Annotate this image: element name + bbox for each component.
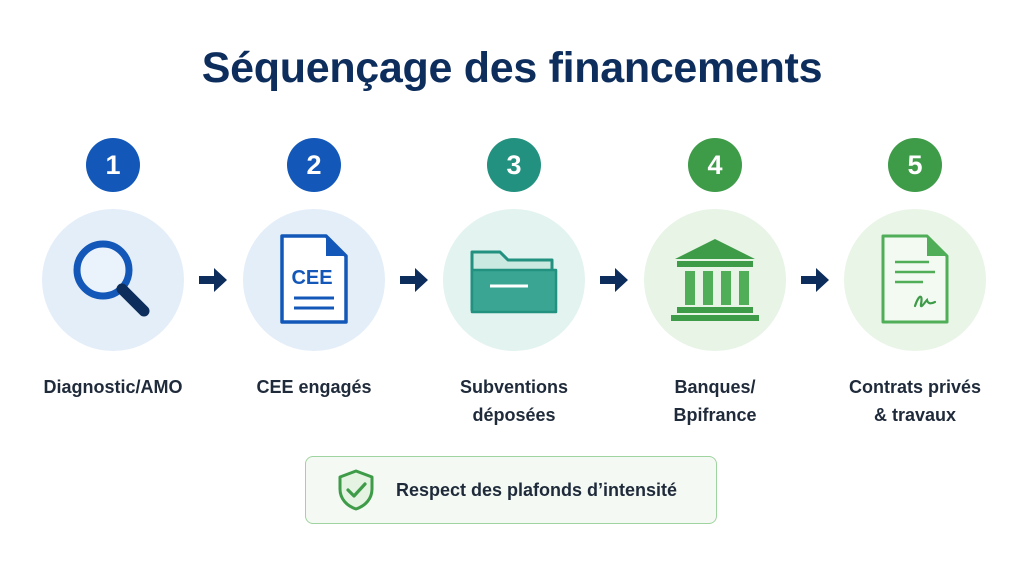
- step-icon-circle: [844, 209, 986, 351]
- step-label: CEE engagés: [234, 373, 394, 401]
- document-icon-text: CEE: [291, 267, 332, 289]
- step-label-line: CEE engagés: [256, 377, 372, 397]
- folder-icon: [470, 250, 558, 314]
- page-title: Séquençage des financements: [201, 44, 823, 92]
- contract-icon: [881, 234, 949, 324]
- step-number-badge: 2: [287, 138, 341, 192]
- step-4: 4 Banques/ Bpifrance: [635, 138, 795, 429]
- step-number-badge: 4: [688, 138, 742, 192]
- note-text: Respect des plafonds d’intensité: [396, 479, 678, 500]
- step-5: 5 Contrats privés & travaux: [835, 138, 995, 429]
- step-number-badge: 5: [888, 138, 942, 192]
- intensity-note-box: Respect des plafonds d’intensité: [305, 456, 717, 524]
- step-number-badge: 3: [487, 138, 541, 192]
- step-icon-circle: [42, 209, 184, 351]
- step-label-line: Bpifrance: [673, 405, 757, 425]
- step-number-badge: 1: [86, 138, 140, 192]
- arrow-right-icon: [197, 265, 229, 295]
- step-icon-circle: CEE: [243, 209, 385, 351]
- magnifier-icon: [73, 240, 150, 317]
- step-label-line: Subventions: [459, 377, 568, 397]
- step-label: Banques/ Bpifrance: [635, 373, 795, 429]
- step-label: Subventions déposées: [434, 373, 594, 429]
- document-icon: CEE: [280, 234, 348, 324]
- step-label-line: Contrats privés: [848, 377, 982, 397]
- step-2: 2 CEE CEE engagés: [234, 138, 394, 401]
- step-label-line: Diagnostic/AMO: [43, 377, 183, 397]
- shield-check-icon: [338, 469, 374, 511]
- step-1: 1 Diagnostic/AMO: [33, 138, 193, 401]
- step-label: Contrats privés & travaux: [835, 373, 995, 429]
- bank-icon: [671, 239, 759, 321]
- step-icon-circle: [443, 209, 585, 351]
- step-label-line: & travaux: [873, 405, 957, 425]
- arrow-right-icon: [799, 265, 831, 295]
- step-3: 3 Subventions déposées: [434, 138, 594, 429]
- step-label-line: Banques/: [674, 377, 756, 397]
- arrow-right-icon: [598, 265, 630, 295]
- step-label-line: déposées: [472, 405, 556, 425]
- step-label: Diagnostic/AMO: [33, 373, 193, 401]
- step-icon-circle: [644, 209, 786, 351]
- arrow-right-icon: [398, 265, 430, 295]
